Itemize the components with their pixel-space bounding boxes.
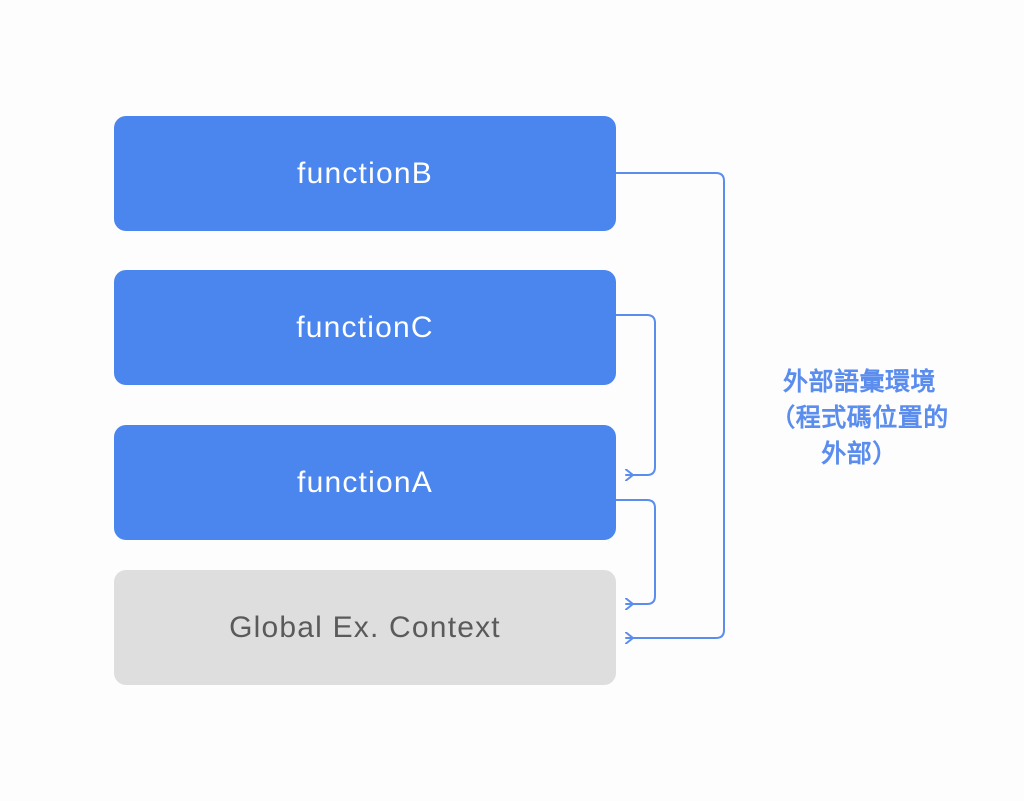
box-functionA-label: functionA: [297, 465, 433, 499]
annotation-line-2: （程式碼位置的: [770, 403, 949, 432]
box-functionA[interactable]: functionA: [114, 425, 616, 540]
annotation-line-1: 外部語彙環境: [782, 367, 936, 396]
box-functionC-label: functionC: [296, 310, 434, 344]
box-global-execution-context-label: Global Ex. Context: [229, 610, 501, 644]
connector-functionC-to-functionA: [611, 314, 656, 475]
annotation-outer-lexical-environment: 外部語彙環境 （程式碼位置的 外部）: [742, 364, 977, 472]
box-functionB[interactable]: functionB: [114, 116, 616, 231]
annotation-line-3: 外部）: [821, 439, 898, 468]
box-functionB-label: functionB: [297, 156, 433, 190]
box-functionC[interactable]: functionC: [114, 270, 616, 385]
connector-functionA-to-global: [611, 499, 656, 604]
connector-functionB-to-global: [611, 172, 725, 638]
box-global-execution-context[interactable]: Global Ex. Context: [114, 570, 616, 685]
